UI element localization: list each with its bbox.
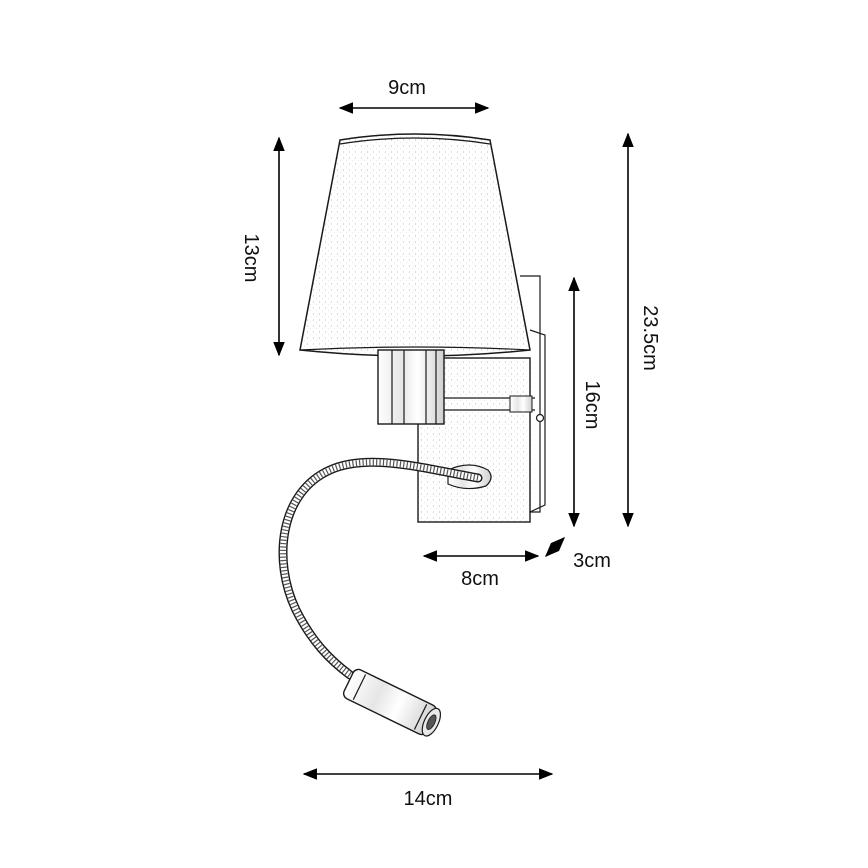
plate-width-label: 8cm bbox=[461, 568, 499, 590]
total-height-label: 23.5cm bbox=[639, 305, 661, 371]
swing-arm bbox=[440, 395, 535, 413]
dimension-labels: 9cm 13cm 23.5cm 16cm 8cm 3cm 14cm bbox=[240, 77, 661, 810]
reading-light-head bbox=[342, 668, 442, 737]
total-width-label: 14cm bbox=[404, 788, 453, 810]
plate-depth-arrow bbox=[544, 536, 566, 558]
lamp-drawing bbox=[278, 133, 546, 737]
plate-depth-label: 3cm bbox=[573, 550, 611, 572]
shade-width-label: 9cm bbox=[388, 77, 426, 99]
shade-height-label: 13cm bbox=[240, 234, 262, 283]
gooseneck-arm bbox=[278, 457, 483, 680]
plate-height-label: 16cm bbox=[581, 381, 603, 430]
lamp-shade bbox=[299, 133, 531, 357]
shade-holder bbox=[377, 349, 445, 425]
plate-screw bbox=[535, 413, 545, 423]
dimension-lines bbox=[273, 102, 634, 780]
